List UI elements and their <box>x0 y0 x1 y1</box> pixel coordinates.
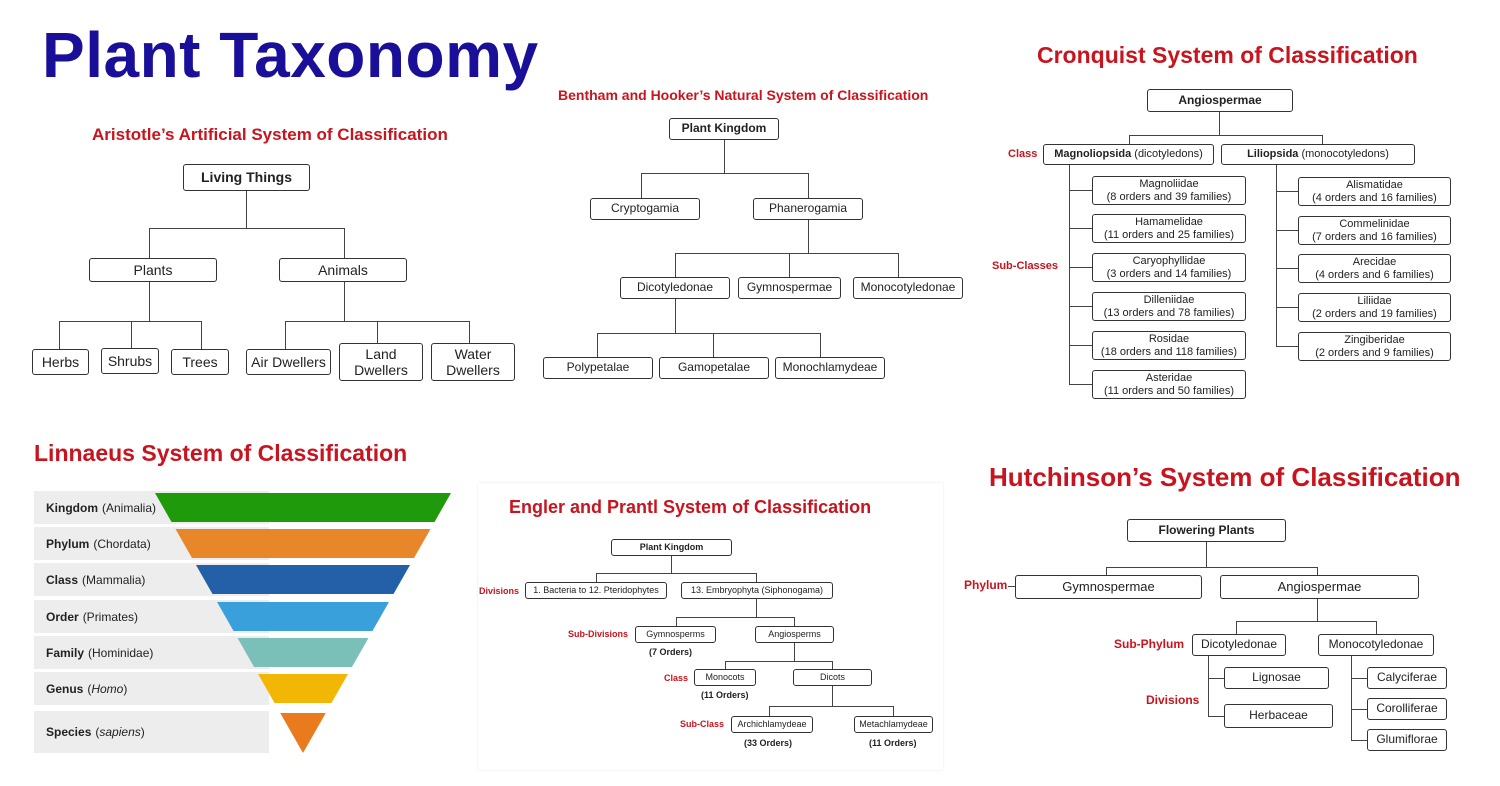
bentham-node-cryptogamia: Cryptogamia <box>590 198 700 220</box>
cronquist-root-node: Angiospermae <box>1147 89 1293 112</box>
engler-gymnosperm-orders: (7 Orders) <box>649 647 693 657</box>
cronquist-subclass-caryophyllidae: Caryophyllidae(3 orders and 14 families) <box>1092 253 1246 282</box>
linnaeus-title: Linnaeus System of Classification <box>34 440 408 466</box>
aristotle-title: Aristotle’s Artificial System of Classif… <box>92 125 448 144</box>
engler-subdivision-angiosperms: Angiosperms <box>755 626 834 643</box>
bentham-node-gamopetalae: Gamopetalae <box>659 357 769 379</box>
linnaeus-rank-example-italic: sapiens <box>99 725 141 739</box>
linnaeus-band-genus <box>258 674 348 703</box>
engler-subdivisions-label: Sub-Divisions <box>568 629 629 639</box>
hutchinson-node-angiospermae: Angiospermae <box>1220 575 1419 599</box>
linnaeus-rank-example: (Primates) <box>82 609 139 624</box>
bentham-node-polypetalae: Polypetalae <box>543 357 653 379</box>
bentham-node-dicotyledonae: Dicotyledonae <box>620 277 730 299</box>
engler-monocot-orders: (11 Orders) <box>701 690 749 700</box>
aristotle-node-herbs: Herbs <box>32 349 89 375</box>
aristotle-node-air-dwellers: Air Dwellers <box>246 349 331 375</box>
engler-class-dicots: Dicots <box>793 669 872 686</box>
linnaeus-rank-name: Kingdom <box>46 500 98 515</box>
cronquist-subclass-rosidae: Rosidae(18 orders and 118 families) <box>1092 331 1246 360</box>
bentham-title: Bentham and Hooker’s Natural System of C… <box>558 87 929 103</box>
engler-divisions-label: Divisions <box>479 586 520 596</box>
linnaeus-rank-example: (Chordata) <box>93 536 151 551</box>
linnaeus-rank-example: (sapiens) <box>95 725 145 739</box>
hutchinson-divisions-label: Divisions <box>1146 693 1200 707</box>
linnaeus-pyramid <box>155 493 451 753</box>
linnaeus-rank-name: Genus <box>46 681 84 696</box>
engler-division-bacteria-pteridophytes: 1. Bacteria to 12. Pteridophytes <box>525 582 667 599</box>
hutchinson-division-corolliferae: Corolliferae <box>1367 698 1447 720</box>
linnaeus-rank-example: (Homo) <box>87 681 128 696</box>
linnaeus-rank-name: Species <box>46 725 92 739</box>
cronquist-subclass-alismatidae: Alismatidae(4 orders and 16 families) <box>1298 177 1451 206</box>
hutchinson-node-gymnospermae: Gymnospermae <box>1015 575 1202 599</box>
linnaeus-rank-example: (Animalia) <box>102 500 157 515</box>
engler-class-label: Class <box>664 673 689 683</box>
hutchinson-root-node: Flowering Plants <box>1127 519 1286 542</box>
hutchinson-node-dicotyledonae: Dicotyledonae <box>1192 634 1286 656</box>
page-title: Plant Taxonomy <box>42 19 539 91</box>
linnaeus-band-phylum <box>175 529 431 558</box>
cronquist-subclass-liliidae: Liliidae(2 orders and 19 families) <box>1298 293 1451 322</box>
aristotle-node-water-dwellers: Water Dwellers <box>431 343 515 381</box>
engler-subclass-label: Sub-Class <box>680 719 725 729</box>
linnaeus-band-kingdom <box>155 493 451 522</box>
cronquist-class-label: Class <box>1008 148 1038 160</box>
engler-root-node: Plant Kingdom <box>611 539 732 556</box>
cronquist-subclass-magnoliidae: Magnoliidae(8 orders and 39 families) <box>1092 176 1246 205</box>
cronquist-subclass-zingiberidae: Zingiberidae(2 orders and 9 families) <box>1298 332 1451 361</box>
aristotle-node-trees: Trees <box>171 349 229 375</box>
cronquist-subclass-dilleniidae: Dilleniidae(13 orders and 78 families) <box>1092 292 1246 321</box>
aristotle-node-animals: Animals <box>279 258 407 282</box>
linnaeus-rank-name: Family <box>46 645 85 660</box>
bentham-node-phanerogamia: Phanerogamia <box>753 198 863 220</box>
cronquist-subclass-arecidae: Arecidae(4 orders and 6 families) <box>1298 254 1451 283</box>
engler-archichlamydeae-orders: (33 Orders) <box>744 738 793 748</box>
cronquist-node-liliopsida: Liliopsida (monocotyledons) <box>1221 144 1415 165</box>
bentham-node-monocotyledonae: Monocotyledonae <box>853 277 963 299</box>
hutchinson-division-calyciferae: Calyciferae <box>1367 667 1447 689</box>
aristotle-node-plants: Plants <box>89 258 217 282</box>
aristotle-node-land-dwellers: Land Dwellers <box>339 343 423 381</box>
linnaeus-rank-example: (Mammalia) <box>82 572 146 587</box>
hutchinson-division-herbaceae: Herbaceae <box>1224 704 1333 728</box>
engler-metachlamydeae-orders: (11 Orders) <box>869 738 917 748</box>
engler-subclass-metachlamydeae: Metachlamydeae <box>854 716 933 733</box>
linnaeus-band-order <box>217 602 389 631</box>
hutchinson-division-lignosae: Lignosae <box>1224 667 1329 689</box>
cronquist-subclass-hamamelidae: Hamamelidae(11 orders and 25 families) <box>1092 214 1246 243</box>
bentham-node-monochlamydeae: Monochlamydeae <box>775 357 885 379</box>
linnaeus-band-species <box>280 713 326 753</box>
aristotle-root-node: Living Things <box>183 164 310 191</box>
linnaeus-rank-name: Class <box>46 572 79 587</box>
aristotle-node-shrubs: Shrubs <box>101 348 159 374</box>
linnaeus-band-family <box>237 638 369 667</box>
linnaeus-rank-example: (Hominidae) <box>88 645 154 660</box>
bentham-node-gymnospermae: Gymnospermae <box>738 277 841 299</box>
engler-title: Engler and Prantl System of Classificati… <box>509 497 872 517</box>
linnaeus-rank-species: Species(sapiens) <box>34 711 269 753</box>
cronquist-title: Cronquist System of Classification <box>1037 42 1418 68</box>
bentham-root-node: Plant Kingdom <box>669 118 779 140</box>
engler-subdivision-gymnosperms: Gymnosperms <box>635 626 716 643</box>
hutchinson-division-glumiflorae: Glumiflorae <box>1367 729 1447 751</box>
linnaeus-rank-genus: Genus(Homo) <box>34 672 269 705</box>
linnaeus-band-class <box>195 565 411 594</box>
engler-class-monocots: Monocots <box>694 669 756 686</box>
hutchinson-title: Hutchinson’s System of Classification <box>989 462 1461 492</box>
linnaeus-rank-name: Order <box>46 609 79 624</box>
hutchinson-node-monocotyledonae: Monocotyledonae <box>1318 634 1434 656</box>
engler-subclass-archichlamydeae: Archichlamydeae <box>731 716 813 733</box>
linnaeus-rank-example-italic: Homo <box>91 681 124 696</box>
hutchinson-subphylum-label: Sub-Phylum <box>1114 637 1185 651</box>
hutchinson-phylum-label: Phylum <box>964 578 1008 592</box>
cronquist-subclasses-label: Sub-Classes <box>992 260 1059 272</box>
linnaeus-rank-name: Phylum <box>46 536 90 551</box>
cronquist-node-magnoliopsida: Magnoliopsida (dicotyledons) <box>1043 144 1214 165</box>
cronquist-subclass-commelinidae: Commelinidae(7 orders and 16 families) <box>1298 216 1451 245</box>
linnaeus-rank-family: Family(Hominidae) <box>34 636 269 669</box>
engler-division-embryophyta: 13. Embryophyta (Siphonogama) <box>681 582 833 599</box>
cronquist-subclass-asteridae: Asteridae(11 orders and 50 families) <box>1092 370 1246 399</box>
